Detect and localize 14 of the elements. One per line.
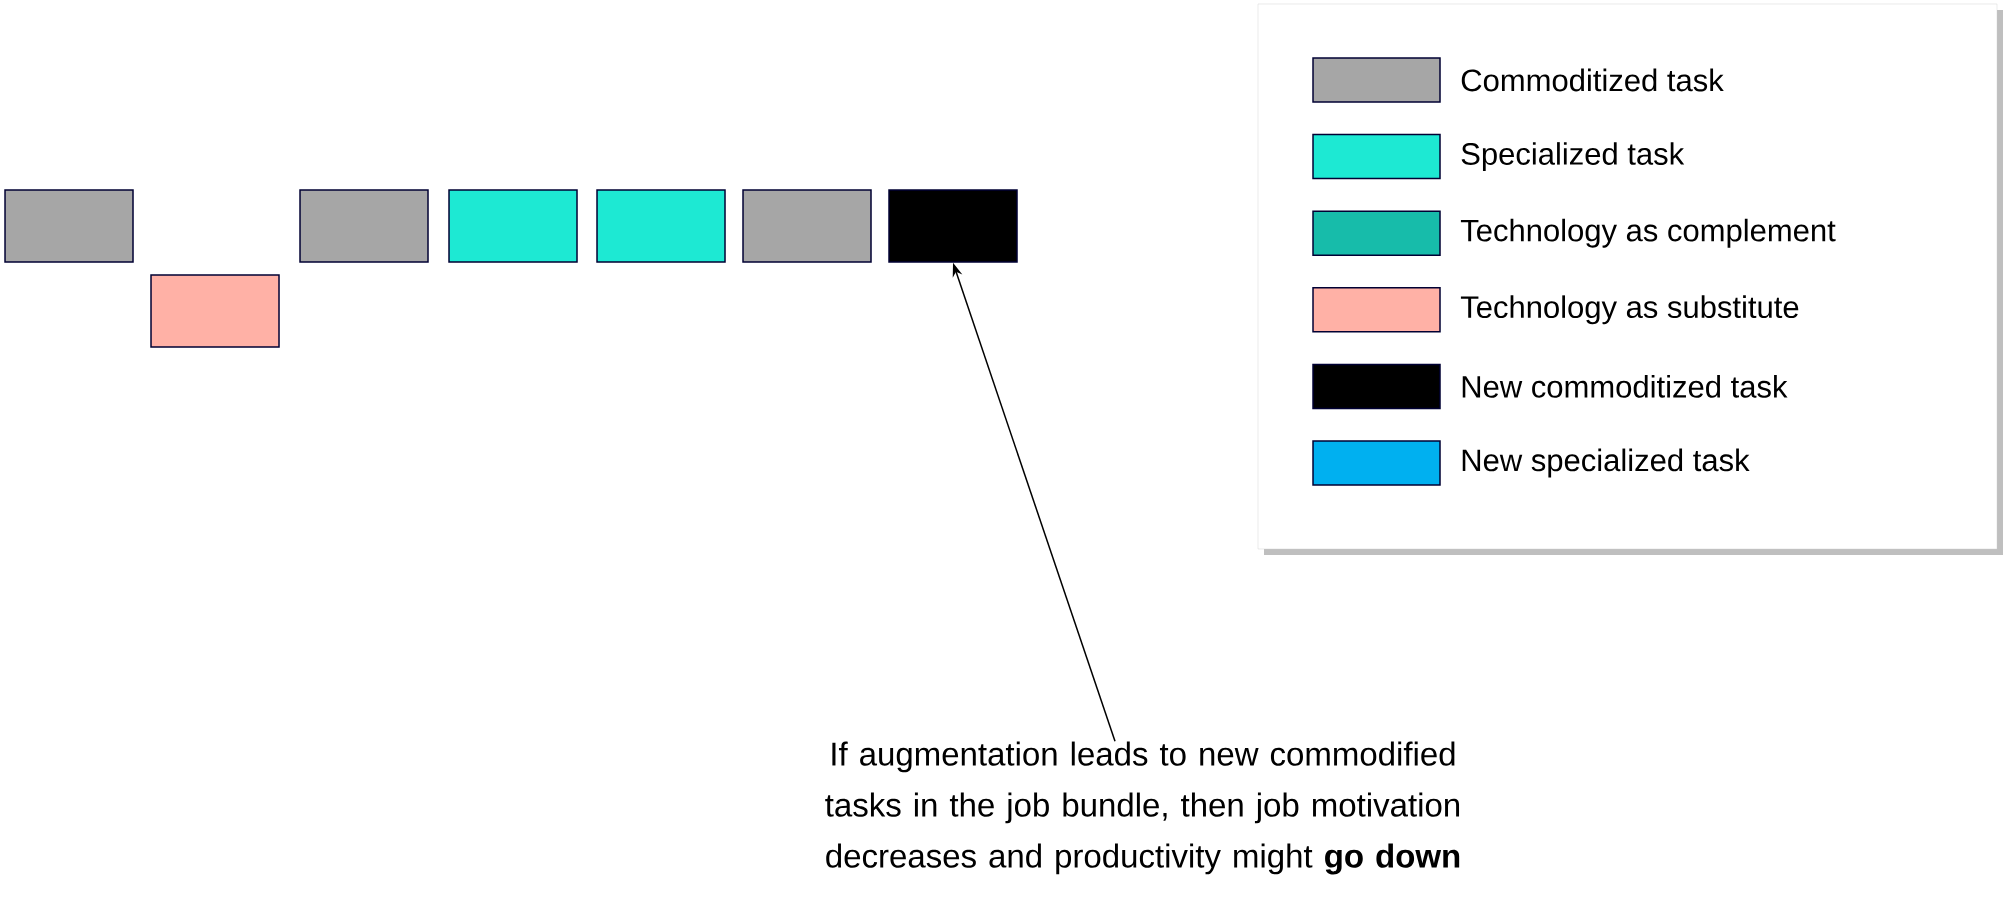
task-box — [4, 189, 134, 263]
task-box — [596, 189, 726, 263]
task-box — [448, 189, 578, 263]
legend-label: Commoditized task — [1461, 68, 1724, 92]
legend-label: New commoditized task — [1462, 375, 1788, 398]
task-box — [150, 274, 280, 348]
task-box — [888, 189, 1018, 263]
note-text: If augmentation leads to new commodified tasks in the job bundle, then job motivation decreases and productivity might go down — [825, 741, 1460, 875]
legend-label: Technology as complement — [1460, 218, 1836, 248]
legend-label: New specialized task — [1462, 448, 1750, 478]
task-box — [299, 189, 429, 263]
task-box — [742, 189, 872, 263]
legend-label: Specialized task — [1461, 142, 1685, 172]
legend-label: Technology as substitute — [1460, 295, 1799, 325]
